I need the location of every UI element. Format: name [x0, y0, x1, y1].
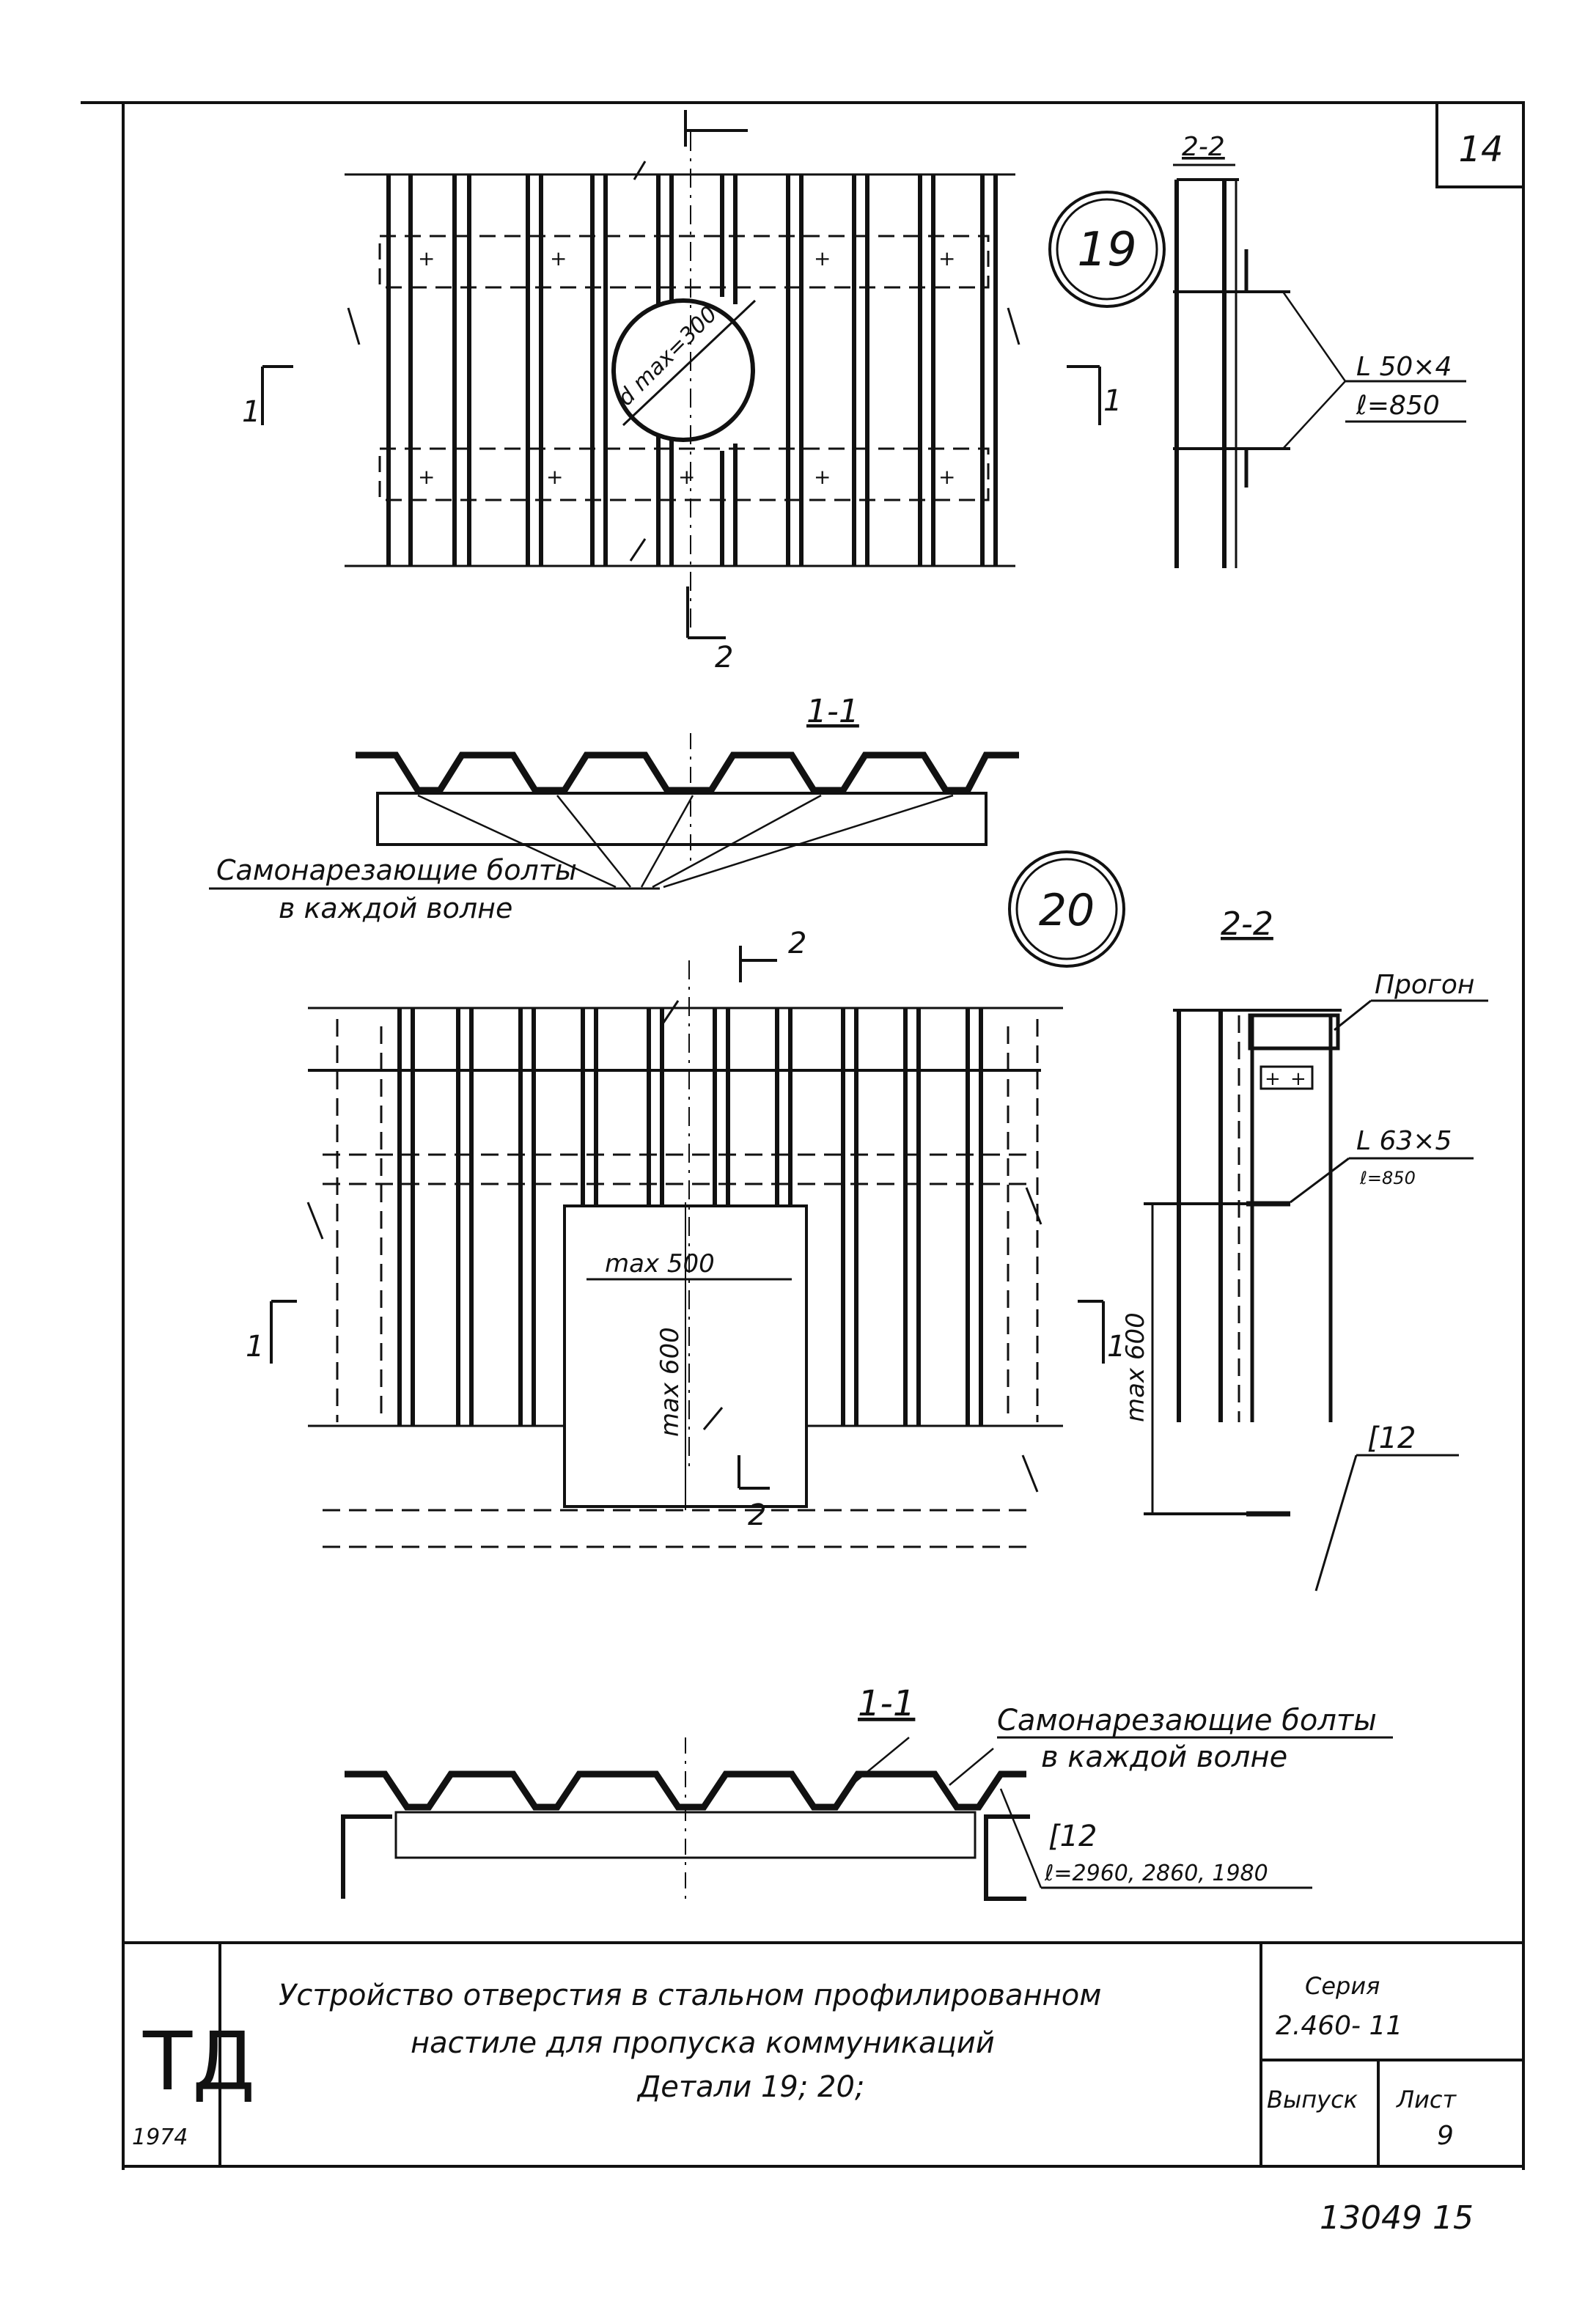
title-block-logo: ТД: [142, 2015, 255, 2108]
section11-bottom-profile: [341, 1736, 1393, 1906]
detail20-purlin-label: Прогон: [1375, 970, 1474, 1000]
title-block-sheet-label: Лист: [1396, 2086, 1457, 2114]
detail20-cut-1-right: 1: [1107, 1330, 1125, 1364]
detail19-angle-length: ℓ=850: [1356, 391, 1440, 421]
title-block-year: 1974: [132, 2125, 188, 2150]
section11-bottom-channel-lengths: ℓ=2960, 2860, 1980: [1044, 1861, 1268, 1886]
detail20-cut-2-top: 2: [788, 927, 806, 960]
detail19-section22-title: 2-2: [1182, 132, 1225, 162]
section11-top-title: 1-1: [806, 693, 859, 730]
detail20-section22: [1144, 999, 1488, 1592]
detail19-cut-1-left: 1: [242, 395, 260, 429]
bolt-mark: +: [938, 246, 955, 271]
section11-bottom-note-line1: Самонарезающие болты: [997, 1704, 1377, 1737]
bolt-mark: +: [938, 465, 955, 489]
section11-bottom-title: 1-1: [858, 1683, 915, 1724]
bolt-mark: +: [814, 465, 831, 489]
detail20-channel-label: [12: [1367, 1421, 1416, 1455]
bolt-mark: +: [546, 465, 563, 489]
bolt-mark: +: [1290, 1068, 1306, 1090]
title-block-series-label: Серия: [1305, 1972, 1380, 2000]
detail20-section22-bolt-marks: + +: [1265, 1068, 1306, 1090]
sheet-number-box: 14: [1435, 103, 1523, 188]
detail20-plan: [270, 946, 1105, 1548]
bolt-mark: +: [418, 246, 435, 271]
detail20-height-label: max 600: [655, 1327, 685, 1437]
title-block-line1: Устройство отверстия в стальном профилир…: [279, 1979, 1101, 2012]
detail19-plan: [261, 110, 1101, 639]
section11-top-profile: [209, 733, 1019, 890]
bolt-mark: +: [814, 246, 831, 271]
title-block-grid: [218, 1943, 1523, 2166]
section11-top-note-line1: Самонарезающие болты: [216, 854, 577, 886]
detail19-callout: 19: [1048, 191, 1166, 308]
sheet-frame: [81, 101, 1525, 2170]
bolt-mark: +: [1265, 1068, 1281, 1090]
footer-stamp: 13049 15: [1320, 2199, 1474, 2237]
detail19-section22: [1173, 163, 1466, 568]
bolt-mark: +: [678, 465, 695, 489]
detail19-bolt-marks: + + + + + + + + +: [418, 246, 955, 489]
section11-top-note-line2: в каждой волне: [279, 892, 512, 924]
detail20-cut-1-left: 1: [246, 1330, 264, 1364]
detail19-angle-label: L 50×4: [1356, 352, 1452, 382]
bolt-mark: +: [550, 246, 567, 271]
detail19-callout-number: 19: [1077, 223, 1136, 277]
detail19-cut-1-right: 1: [1103, 384, 1122, 418]
detail20-angle-label: L 63×5: [1356, 1126, 1452, 1156]
detail20-section22-title: 2-2: [1221, 905, 1273, 943]
title-block-sheet-value: 9: [1437, 2121, 1454, 2151]
title-block-line2: настиле для пропуска коммуникаций: [411, 2026, 995, 2060]
title-block-issue-label: Выпуск: [1267, 2086, 1358, 2114]
section11-bottom-channel-label: [12: [1048, 1820, 1097, 1853]
detail20-callout: 20: [1008, 850, 1125, 968]
bolt-mark: +: [418, 465, 435, 489]
title-block-line3: Детали 19; 20;: [636, 2070, 864, 2104]
detail20-width-label: max 500: [605, 1249, 715, 1279]
title-block-series-value: 2.460- 11: [1276, 2011, 1402, 2041]
detail20-cut-2-bottom: 2: [748, 1498, 766, 1532]
detail19-cut-2-bottom: 2: [715, 641, 733, 674]
detail20-angle-length: ℓ=850: [1359, 1168, 1416, 1188]
section11-bottom-note-line2: в каждой волне: [1041, 1740, 1287, 1774]
sheet-number-top: 14: [1458, 129, 1503, 170]
detail20-side-height-label: max 600: [1121, 1312, 1150, 1422]
detail20-callout-number: 20: [1039, 885, 1095, 936]
